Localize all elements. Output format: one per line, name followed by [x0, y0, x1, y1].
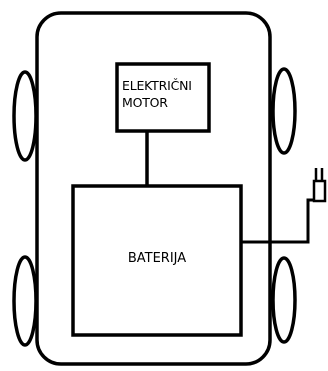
- motor-label-line-1: ELEKTRIČNI: [122, 78, 192, 93]
- wheel-front-left: [12, 70, 38, 162]
- battery-label: BATERIJA: [127, 251, 187, 266]
- battery-box: [71, 184, 243, 337]
- wheel-front-right: [271, 67, 297, 155]
- wheel-rear-left: [12, 255, 38, 347]
- motor-label-line-2: MOTOR: [122, 95, 168, 110]
- motor-box: [115, 62, 211, 133]
- electric-plug-icon: [312, 168, 327, 203]
- motor-label: ELEKTRIČNI MOTOR: [122, 77, 208, 111]
- wheel-rear-right: [271, 256, 297, 344]
